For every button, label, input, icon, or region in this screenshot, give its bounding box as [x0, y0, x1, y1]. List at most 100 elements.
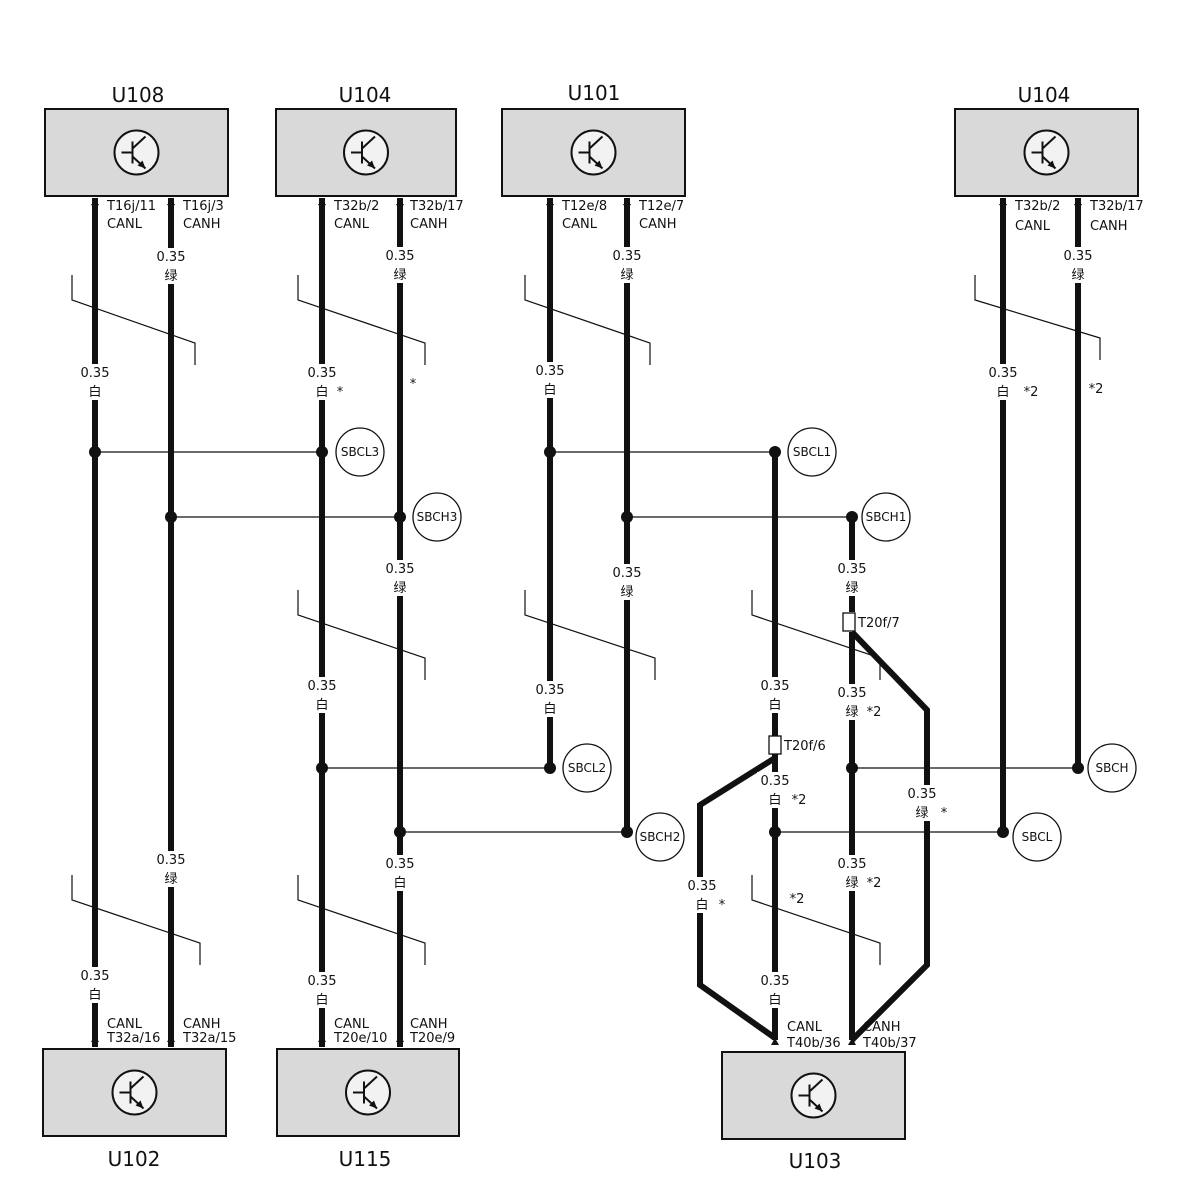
wire-label-bg: [304, 364, 340, 400]
wire-size-label: 0.35: [613, 249, 642, 264]
splice-label: SBCH1: [866, 510, 907, 524]
wire-color-label: 白: [996, 384, 1009, 400]
wire-size-label: 0.35: [761, 974, 790, 989]
wire-color-label: 绿: [164, 269, 177, 284]
pin-code-label: T32b/17: [409, 199, 464, 214]
splice-circle: [412, 492, 462, 542]
transistor-arrow: [369, 1100, 377, 1109]
wire-color-label: 白: [768, 992, 781, 1008]
wire-mark-label: *2: [1089, 382, 1104, 397]
splice-circle: [335, 427, 385, 477]
junction-dot: [544, 762, 556, 774]
wire-size-label: 0.35: [536, 364, 565, 379]
transistor-symbol: [121, 135, 147, 170]
wire-size-label: 0.35: [908, 787, 937, 802]
wire-color-label: 白: [88, 987, 101, 1003]
wire-size-label: 0.35: [761, 679, 790, 694]
module-title: U103: [789, 1149, 842, 1173]
wire-mark-label: *: [941, 806, 948, 821]
splice-label: SBCL: [1022, 830, 1053, 844]
pin-arrow-icon: [318, 204, 326, 211]
pin-arrow-icon: [771, 1038, 779, 1045]
shield-bracket: [297, 875, 426, 965]
wire-label-bg: [77, 967, 113, 1003]
wire-label-bg: [382, 855, 418, 891]
wire-size-label: 0.35: [386, 857, 415, 872]
transistor-symbol: [119, 1075, 145, 1110]
transistor-icon: [345, 1069, 391, 1116]
shield-group: [71, 275, 1101, 965]
wire-label-bg: [609, 247, 645, 283]
transistor-circle: [1023, 129, 1070, 176]
pin-signal-label: CANH: [863, 1020, 900, 1035]
wire-color-label: 白: [543, 382, 556, 398]
junction-dot: [394, 826, 406, 838]
pin-arrow-icon: [167, 204, 175, 211]
shield-bracket: [751, 875, 881, 965]
junction-dot: [621, 511, 633, 523]
pin-code-label: T20e/10: [333, 1031, 387, 1046]
pin-arrow-icon: [91, 204, 99, 211]
module-title: U115: [339, 1147, 392, 1171]
junction-dot: [621, 826, 633, 838]
pin-code-label: T32a/15: [182, 1031, 236, 1046]
pin-signal-label: CANL: [1015, 219, 1051, 234]
wire-size-label: 0.35: [613, 566, 642, 581]
connector-label: T20f/6: [783, 739, 826, 754]
pin-signal-label: CANL: [562, 217, 598, 232]
wire-label-bg: [834, 855, 870, 891]
wire-size-label: 0.35: [308, 974, 337, 989]
pin-code-label: T16j/11: [106, 199, 156, 214]
wire-color-label: 白: [88, 384, 101, 400]
shield-bracket: [297, 275, 426, 365]
splice-circle: [562, 743, 612, 793]
splice-circle: [861, 492, 911, 542]
transistor-icon: [570, 129, 617, 176]
wire-color-label: 白: [393, 875, 406, 891]
splice-label: SBCL3: [341, 445, 379, 459]
transistor-icon: [790, 1072, 837, 1119]
wire-color-label: 白: [315, 992, 328, 1008]
wire-label-bg: [757, 677, 793, 713]
transistor-circle: [345, 1069, 391, 1116]
pin-code-label: T32b/17: [1089, 199, 1144, 214]
transistor-circle: [113, 129, 160, 176]
pin-signal-label: CANH: [183, 1017, 220, 1032]
wire-size-label: 0.35: [761, 774, 790, 789]
wire-size-label: 0.35: [989, 366, 1018, 381]
wire-segment: [849, 629, 930, 1043]
inline-connector-icon: [842, 612, 856, 632]
shield-bracket: [524, 590, 656, 680]
transistor-symbol: [1031, 135, 1057, 170]
wire-label-bg: [609, 564, 645, 600]
wire-size-label: 0.35: [386, 249, 415, 264]
inline-connector-icon: [768, 735, 782, 755]
transistor-arrow: [367, 160, 375, 169]
transistor-arrow: [594, 160, 603, 169]
splice-circle: [1087, 743, 1137, 793]
junction-dot: [544, 446, 556, 458]
wire-color-label: 绿: [845, 876, 858, 891]
junction-dot: [997, 826, 1009, 838]
pin-code-label: T12e/8: [561, 199, 607, 214]
junction-dot: [394, 511, 406, 523]
junction-dot: [769, 826, 781, 838]
shield-bracket: [524, 275, 651, 365]
wire-size-label: 0.35: [688, 879, 717, 894]
module-title: U104: [1018, 83, 1071, 107]
junction-dot: [316, 446, 328, 458]
pin-arrow-icon: [848, 1038, 856, 1045]
wire-color-label: 白: [315, 697, 328, 713]
wire-label-bg: [684, 877, 720, 913]
pin-arrow-icon: [396, 204, 404, 211]
wire-color-label: 绿: [393, 581, 406, 596]
module-title: U108: [112, 83, 165, 107]
wire-label-bg: [757, 972, 793, 1008]
wire-label-bg: [834, 560, 870, 596]
wire-mark-label: *: [337, 385, 344, 400]
wire-label-bg: [153, 851, 189, 887]
wire-color-label: 白: [768, 697, 781, 713]
shield-bracket: [751, 590, 881, 680]
wire-label-bg: [904, 785, 940, 821]
